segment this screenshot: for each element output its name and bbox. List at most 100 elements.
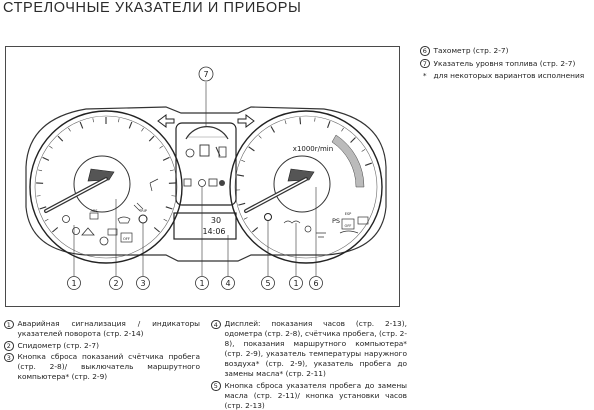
- left-turn-arrow-icon: [157, 114, 175, 128]
- legend-num: 6: [420, 46, 430, 56]
- gauge-tick: [38, 169, 43, 172]
- gauge-tick: [165, 206, 173, 210]
- tachometer-gauge: x1000r/min: [229, 110, 383, 264]
- display-clock-value: 14:06: [202, 227, 225, 236]
- gauge-tick: [159, 145, 163, 149]
- fuel-pump-icon: [199, 144, 210, 157]
- description-item: 5 Кнопка сброса указателя пробега до зам…: [211, 381, 407, 410]
- info-display: [173, 212, 237, 240]
- gauge-tick: [148, 135, 155, 142]
- gauge-tick: [243, 217, 248, 220]
- callout-1b: 1: [199, 279, 204, 288]
- legend-text: Указатель уровня топлива (стр. 2-7): [433, 58, 576, 68]
- description-column-right: 4 Дисплей: показания часов (стр. 2-13), …: [211, 319, 407, 410]
- description-column-left: 1 Аварийная сигнализация / индикаторы ук…: [4, 319, 200, 384]
- callout-6: 6: [313, 279, 318, 288]
- tacho-unit-label: x1000r/min: [293, 145, 333, 153]
- callout-5: 5: [265, 279, 270, 288]
- gauge-tick: [238, 202, 246, 206]
- gauge-tick: [141, 127, 144, 132]
- cluster-illustration: x1000r/min 30 14:06: [25, 66, 387, 290]
- off-label-left: OFF: [123, 237, 130, 241]
- right-warning-indicators: PS ESP OFF: [264, 212, 369, 238]
- gauge-tick: [44, 218, 49, 222]
- description-num: 3: [4, 352, 14, 362]
- gauge-tick: [241, 159, 246, 163]
- legend-text: Тахометр (стр. 2-7): [433, 46, 509, 55]
- center-warning-icons: [183, 178, 225, 187]
- gauge-tick: [284, 120, 287, 125]
- callout-2: 2: [113, 279, 118, 288]
- footnote-star: *: [422, 71, 427, 81]
- gauge-tick: [162, 156, 170, 161]
- gauge-tick: [171, 195, 176, 197]
- legend-row-fuel: 7 Указатель уровня топлива (стр. 2-7): [420, 58, 592, 71]
- gauge-tick: [169, 169, 174, 172]
- trip-button-label: TRIP: [138, 209, 147, 213]
- page-title: СТРЕЛОЧНЫЕ УКАЗАТЕЛИ И ПРИБОРЫ: [3, 0, 301, 16]
- callout-7: 7: [203, 70, 208, 79]
- gauge-tick: [153, 227, 160, 233]
- gauge-tick: [361, 149, 366, 152]
- gauge-tick: [252, 227, 259, 233]
- legend-row-tachometer: 6 Тахометр (стр. 2-7): [420, 45, 592, 58]
- description-num: 1: [4, 319, 14, 329]
- esp-label: ESP: [345, 212, 352, 216]
- gauge-tick: [128, 121, 133, 129]
- gauge-tick: [42, 156, 50, 161]
- gauge-tick: [365, 162, 372, 166]
- description-text: Дисплей: показания часов (стр. 2-13), од…: [224, 319, 408, 378]
- gauge-tick: [163, 218, 168, 222]
- abs-label: ABS: [91, 209, 99, 213]
- callout-3: 3: [140, 279, 145, 288]
- description-num: 5: [211, 381, 221, 391]
- gauge-tick: [236, 174, 245, 177]
- gauge-tick: [36, 195, 41, 197]
- speedometer-gauge: [29, 110, 183, 264]
- legend-row-footnote: * для некоторых вариантов исполнения: [420, 70, 592, 83]
- display-trip-value: 30: [211, 216, 221, 225]
- callout-leaders: [73, 82, 317, 276]
- gauge-tick: [270, 126, 275, 133]
- description-num: 4: [211, 319, 221, 329]
- instrument-cluster-diagram: x1000r/min 30 14:06: [5, 46, 400, 307]
- gauge-tick: [79, 121, 84, 129]
- gauge-tick: [327, 121, 331, 128]
- description-text: Кнопка сброса показаний счётчика пробега…: [17, 352, 201, 381]
- description-item: 4 Дисплей: показания часов (стр. 2-13), …: [211, 319, 407, 379]
- ps-label: PS: [332, 217, 340, 225]
- gauge-tick: [49, 145, 53, 149]
- description-item: 3 Кнопка сброса показаний счётчика пробе…: [4, 352, 200, 382]
- callout-1a: 1: [71, 279, 76, 288]
- legend-num: 7: [420, 58, 430, 69]
- gauge-tick: [118, 118, 120, 123]
- callout-1c: 1: [293, 279, 298, 288]
- legend-text: для некоторых вариантов исполнения: [433, 71, 585, 81]
- right-turn-arrow-icon: [237, 114, 255, 128]
- gauge-tick: [341, 127, 344, 132]
- cluster-outline: [25, 106, 387, 262]
- description-text: Спидометр (стр. 2-7): [17, 340, 100, 350]
- gauge-tick: [39, 206, 47, 210]
- gauge-tick: [350, 137, 356, 143]
- callout-4: 4: [225, 279, 230, 288]
- description-num: 2: [4, 341, 14, 351]
- trip-reset-button[interactable]: [138, 214, 148, 224]
- clock-set-button[interactable]: [264, 213, 272, 221]
- description-item: 1 Аварийная сигнализация / индикаторы ук…: [4, 319, 200, 339]
- off-label-right: OFF: [345, 224, 352, 228]
- gauge-tick: [52, 227, 59, 233]
- center-module: 30 14:06: [173, 122, 237, 240]
- legend: 6 Тахометр (стр. 2-7) 7 Указатель уровня…: [420, 45, 592, 83]
- page-title-text: СТРЕЛОЧНЫЕ УКАЗАТЕЛИ И ПРИБОРЫ: [3, 0, 302, 16]
- gauge-tick: [314, 117, 316, 122]
- gauge-tick: [248, 146, 255, 152]
- gauge-tick: [57, 135, 64, 142]
- callout-numbers: 1 2 3 1 4 5 1 6 7: [67, 66, 323, 290]
- description-text: Аварийная сигнализация / индикаторы указ…: [17, 319, 201, 338]
- gauge-tick: [299, 117, 302, 125]
- gauge-tick: [68, 127, 71, 132]
- description-item: 2 Спидометр (стр. 2-7): [4, 341, 200, 351]
- gauge-tick: [92, 118, 94, 123]
- description-text: Кнопка сброса указателя пробега до замен…: [224, 380, 408, 410]
